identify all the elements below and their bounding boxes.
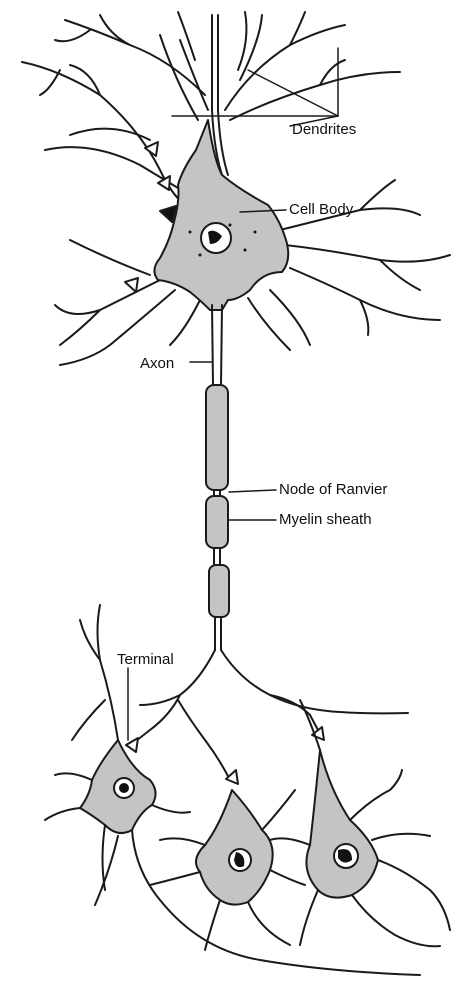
synapse-marker xyxy=(125,278,138,292)
myelin-segment xyxy=(206,496,228,548)
target-neuron-body xyxy=(196,790,273,905)
synapse-marker xyxy=(160,206,176,222)
label-myelin-sheath: Myelin sheath xyxy=(279,512,372,527)
myelin-segment xyxy=(206,385,228,490)
axon xyxy=(212,305,213,385)
axon-terminals xyxy=(132,650,408,780)
label-leaders xyxy=(128,48,338,740)
terminal-bouton xyxy=(226,770,238,784)
label-cell-body: Cell Body xyxy=(289,202,353,217)
synapse-marker xyxy=(145,142,158,156)
myelin-segment xyxy=(209,565,229,617)
label-node-of-ranvier: Node of Ranvier xyxy=(279,482,387,497)
label-dendrites: Dendrites xyxy=(292,122,356,137)
target-neuron-body xyxy=(306,750,378,898)
label-axon: Axon xyxy=(140,356,174,371)
label-terminal: Terminal xyxy=(117,652,174,667)
